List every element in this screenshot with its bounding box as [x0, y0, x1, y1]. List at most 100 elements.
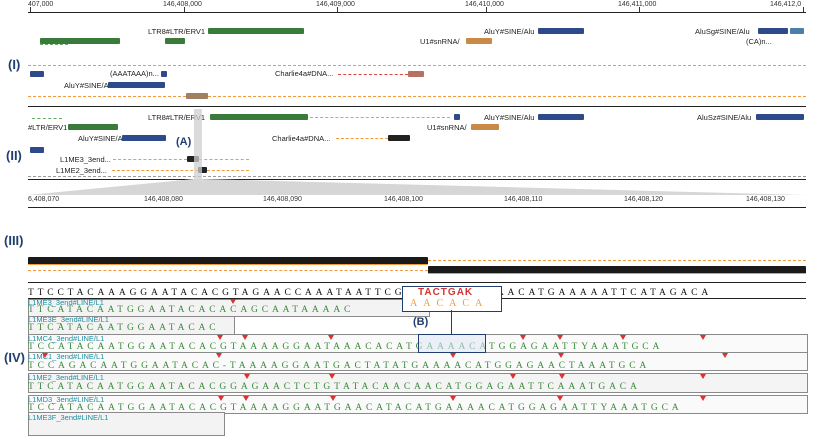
- element-bar[interactable]: [186, 93, 208, 99]
- zoom-highlight: [194, 109, 202, 179]
- ruler-tick-label: 407,000: [28, 1, 54, 8]
- zoom-tick-label: 146,408,110: [504, 196, 543, 203]
- aluy-element-bar[interactable]: [108, 82, 165, 88]
- mismatch-marker: [450, 396, 456, 401]
- ruler-tick: [803, 7, 804, 12]
- element-bar[interactable]: [30, 147, 44, 153]
- mismatch-marker: [520, 335, 526, 340]
- track-connector: [428, 260, 806, 261]
- mismatch-marker: [243, 396, 249, 401]
- alignment-name[interactable]: L1ME2_3end#LINE/L1: [28, 373, 104, 382]
- insertion-site-box: [418, 334, 486, 353]
- track-connector: [199, 159, 249, 160]
- ltr8-element-bar[interactable]: [208, 28, 304, 34]
- alignment-name[interactable]: L1ME3E_3end#LINE/L1: [28, 315, 109, 324]
- track-label-alusg: AluSg#SINE/Alu: [695, 27, 750, 36]
- u1-element-bar[interactable]: [466, 38, 492, 44]
- element-bar[interactable]: [30, 71, 44, 77]
- annotation-a: (A): [176, 136, 192, 148]
- track-connector: [112, 170, 198, 171]
- track-connector: [28, 270, 428, 271]
- track-connector: [28, 96, 806, 97]
- zoom-tick-label: 146,408,090: [263, 196, 302, 203]
- mismatch-marker: [230, 299, 236, 304]
- mismatch-marker: [217, 335, 223, 340]
- l1me2-element-bar[interactable]: [198, 167, 207, 173]
- mismatch-marker: [558, 353, 564, 358]
- track-connector: [338, 74, 408, 75]
- alusg-element-bar[interactable]: [758, 28, 788, 34]
- l1me2-zoom-bar[interactable]: [428, 266, 806, 274]
- panel-divider: [28, 282, 806, 283]
- track-connector: [207, 170, 249, 171]
- mismatch-marker: [330, 396, 336, 401]
- mismatch-marker: [510, 374, 516, 379]
- ruler-tick-label: 146,408,000: [163, 1, 202, 8]
- alignment-block: [28, 373, 808, 393]
- ruler-tick-label: 146,409,000: [316, 1, 355, 8]
- track-label-alusz: AluSz#SINE/Alu: [697, 113, 752, 122]
- mismatch-marker: [722, 353, 728, 358]
- aluy-element-bar[interactable]: [122, 135, 166, 141]
- track-label-ltr8-left: #LTR/ERV1: [28, 123, 68, 132]
- ruler-tick-label: 146,411,000: [618, 1, 657, 8]
- zoom-funnel: [28, 179, 806, 195]
- mismatch-marker: [42, 353, 48, 358]
- ltr8-element-bar[interactable]: [165, 38, 185, 44]
- track-label-charlie: Charlie4a#DNA...: [272, 134, 331, 143]
- alignment-name[interactable]: L1ME3F_3end#LINE/L1: [28, 413, 109, 422]
- track-label-charlie: Charlie4a#DNA...: [275, 69, 334, 78]
- alusz-element-bar[interactable]: [756, 114, 804, 120]
- zoom-tick-label: 146,408,130: [746, 196, 785, 203]
- mismatch-marker: [329, 374, 335, 379]
- track-connector: [336, 138, 388, 139]
- alignment-name[interactable]: L1ME3_3end#LINE/L1: [28, 298, 104, 307]
- mismatch-marker: [557, 335, 563, 340]
- alignment-name[interactable]: L1MC4_3end#LINE/L1: [28, 334, 105, 343]
- mismatch-marker: [216, 353, 222, 358]
- alignment-name[interactable]: L1MD3_3end#LINE/L1: [28, 395, 105, 404]
- track-connector: [40, 44, 68, 45]
- ltr8-element-bar[interactable]: [40, 38, 120, 44]
- track-label-ca: (CA)n...: [746, 37, 772, 46]
- alignment-sequence: TCCAGACAATGGAATACAC-TAAAAGGAATGACTATATGA…: [28, 361, 651, 371]
- track-connector: [32, 118, 62, 119]
- ruler-tick-label: 146,410,000: [465, 1, 504, 8]
- zoom-ruler-line: [28, 207, 806, 208]
- zoom-tick-label: 6,408,070: [28, 196, 60, 203]
- aluy-element-bar[interactable]: [538, 28, 584, 34]
- track-connector: [28, 65, 806, 66]
- panel-label-4: (IV): [4, 350, 25, 365]
- ruler-tick: [337, 7, 338, 12]
- mismatch-marker: [328, 335, 334, 340]
- element-bar[interactable]: [161, 71, 167, 77]
- track-label-aluy-2: AluY#SINE/Alu: [78, 134, 129, 143]
- track-label-ltr8: LTR8#LTR/ERV1: [148, 27, 206, 36]
- panel-divider: [28, 179, 806, 180]
- l1me3-element-bar[interactable]: [187, 156, 199, 162]
- ruler-tick: [184, 7, 185, 12]
- charlie-element-bar[interactable]: [408, 71, 424, 77]
- ltr8-element-bar[interactable]: [68, 124, 118, 130]
- callout-connector: [451, 310, 452, 334]
- alusg-element-bar[interactable]: [790, 28, 804, 34]
- element-bar[interactable]: [454, 114, 460, 120]
- alignment-name[interactable]: L1MC1_3end#LINE/L1: [28, 352, 105, 361]
- ruler-tick: [639, 7, 640, 12]
- aluy-element-bar[interactable]: [538, 114, 584, 120]
- alignment-sequence: TTCATACAATGGAATACACACAGCAATAAAAC: [28, 305, 355, 315]
- alignment-sequence: TTCATACAATGGAATACACGGAGAACTCTGTATACAACAA…: [28, 382, 641, 392]
- l1me3-zoom-bar[interactable]: [28, 257, 428, 265]
- alignment-block: [28, 412, 225, 436]
- ltr8-element-bar[interactable]: [210, 114, 308, 120]
- charlie-element-bar[interactable]: [388, 135, 410, 141]
- track-label-u1: U1#snRNA/: [420, 37, 460, 46]
- mismatch-marker: [218, 396, 224, 401]
- mismatch-marker: [242, 335, 248, 340]
- track-connector: [28, 176, 806, 177]
- zoom-tick-label: 146,408,100: [384, 196, 423, 203]
- mismatch-marker: [557, 396, 563, 401]
- reference-sequence: TTCCTACAAAGGAATACACGTAGAACCAAATAATTCGAAA…: [28, 288, 713, 298]
- mismatch-marker: [620, 335, 626, 340]
- u1-element-bar[interactable]: [471, 124, 499, 130]
